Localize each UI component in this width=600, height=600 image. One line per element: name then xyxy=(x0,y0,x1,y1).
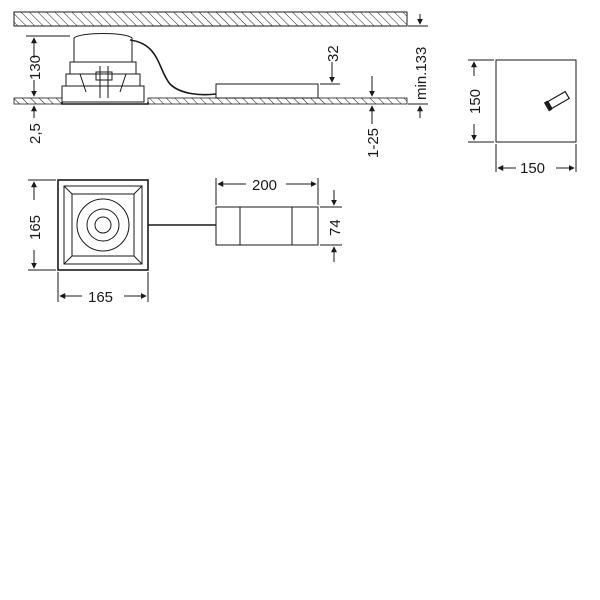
cable-side xyxy=(129,39,217,96)
dim-min-133: min.133 xyxy=(408,14,430,118)
led-lens xyxy=(94,216,112,234)
reflector-outer xyxy=(76,198,130,252)
ceiling-panel-right xyxy=(147,97,408,105)
ceiling-panel-left xyxy=(13,97,63,105)
luminaire-side xyxy=(61,33,149,105)
dim-min-133-label: min.133 xyxy=(413,47,430,100)
cutout-view: 150 150 xyxy=(467,59,577,177)
driver-side xyxy=(215,83,319,99)
driver-plan xyxy=(215,206,319,246)
dim-1-25: 1-25 xyxy=(365,76,382,158)
cutout-fixture-icon xyxy=(543,90,571,112)
concrete-ceiling xyxy=(13,11,408,27)
dim-130-label: 130 xyxy=(27,55,44,80)
luminaire-plan-inner xyxy=(71,193,135,257)
dim-cutout-150-horizontal-label: 150 xyxy=(520,160,545,177)
dim-130: 130 xyxy=(26,35,70,97)
dim-74-label: 74 xyxy=(327,219,344,236)
dim-1-25-label: 1-25 xyxy=(365,128,382,158)
dim-32: 32 xyxy=(320,45,342,85)
side-view: 130 2,5 32 1-25 min.133 xyxy=(13,11,430,158)
dim-165-vertical-label: 165 xyxy=(27,215,44,240)
reflector-mid xyxy=(86,208,120,242)
dim-cutout-150-vertical-label: 150 xyxy=(467,89,484,114)
plan-view: 165 165 200 74 xyxy=(27,177,344,306)
dim-2-5: 2,5 xyxy=(27,105,44,144)
dim-2-5-label: 2,5 xyxy=(27,123,44,144)
luminaire-plan-frame xyxy=(63,185,143,265)
dim-200-label: 200 xyxy=(252,177,277,194)
dim-165-horizontal-label: 165 xyxy=(88,289,113,306)
dim-32-label: 32 xyxy=(325,45,342,62)
cutout-square xyxy=(495,59,577,143)
